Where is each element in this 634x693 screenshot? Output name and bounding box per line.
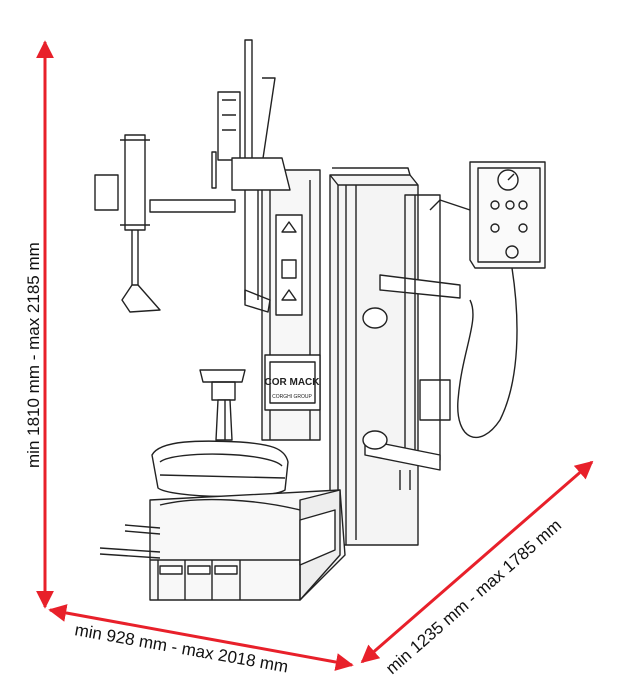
control-panel xyxy=(429,161,546,269)
machine-base xyxy=(99,489,346,601)
width-dimension-arrow xyxy=(48,604,354,671)
depth-dimension-arrow xyxy=(360,460,594,664)
top-mount-head xyxy=(211,39,291,313)
turntable xyxy=(151,440,289,498)
tire-changer-machine xyxy=(94,39,546,601)
height-dimension-label: min 1810 mm - max 2185 mm xyxy=(24,242,43,468)
brand-logo: COR MACK xyxy=(265,377,321,388)
air-hose xyxy=(457,267,518,439)
brand-subtext: CORGHI GROUP xyxy=(272,394,312,400)
turntable-column xyxy=(199,369,246,441)
brand-plate xyxy=(264,354,321,411)
bead-press-arm xyxy=(94,134,236,313)
